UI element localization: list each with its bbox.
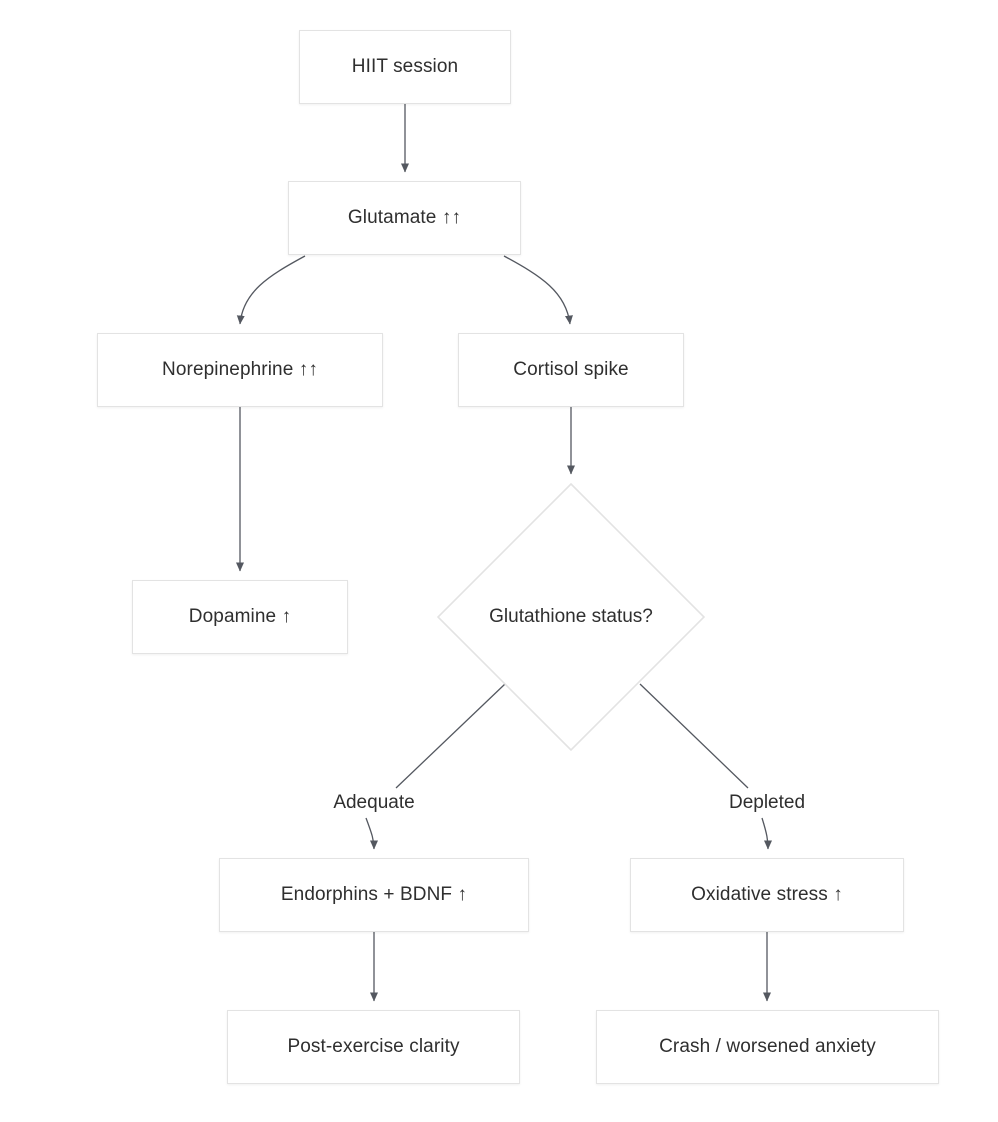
node-label: HIIT session <box>351 55 459 77</box>
edge-label-depleted: Depleted <box>728 792 806 813</box>
edge-glutamate-to-norepinephrine <box>236 255 306 325</box>
node-label: Glutathione status? <box>489 606 653 627</box>
node-norepinephrine[interactable]: Norepinephrine ↑↑ <box>97 333 383 407</box>
node-label: Dopamine ↑ <box>188 605 292 627</box>
node-hiit-session[interactable]: HIIT session <box>299 30 511 104</box>
diamond-shape <box>437 483 705 751</box>
node-label: Glutamate ↑↑ <box>347 206 462 228</box>
node-label: Endorphins + BDNF ↑ <box>280 883 468 905</box>
node-post-exercise-clarity[interactable]: Post-exercise clarity <box>227 1010 520 1084</box>
edge-glutathione-to-endorphins <box>395 683 506 789</box>
node-dopamine[interactable]: Dopamine ↑ <box>132 580 348 654</box>
node-label: Post-exercise clarity <box>287 1035 460 1057</box>
node-label: Norepinephrine ↑↑ <box>162 358 318 380</box>
node-label: Crash / worsened anxiety <box>659 1035 876 1057</box>
edge-glutathione-to-oxidative-arrow <box>761 817 772 850</box>
node-label: Oxidative stress ↑ <box>691 883 843 905</box>
edge-glutathione-to-oxidative <box>639 683 749 789</box>
edge-glutamate-to-cortisol <box>503 255 573 325</box>
edge-glutathione-to-endorphins-arrow <box>365 817 378 850</box>
node-cortisol-spike[interactable]: Cortisol spike <box>458 333 684 407</box>
node-glutamate[interactable]: Glutamate ↑↑ <box>288 181 521 255</box>
node-oxidative-stress[interactable]: Oxidative stress ↑ <box>630 858 904 932</box>
edge-label-adequate: Adequate <box>333 792 415 813</box>
node-crash-worsened-anxiety[interactable]: Crash / worsened anxiety <box>596 1010 939 1084</box>
node-endorphins-bdnf[interactable]: Endorphins + BDNF ↑ <box>219 858 529 932</box>
node-glutathione-status-decision[interactable]: Glutathione status? <box>437 483 705 751</box>
node-label: Cortisol spike <box>513 358 629 380</box>
